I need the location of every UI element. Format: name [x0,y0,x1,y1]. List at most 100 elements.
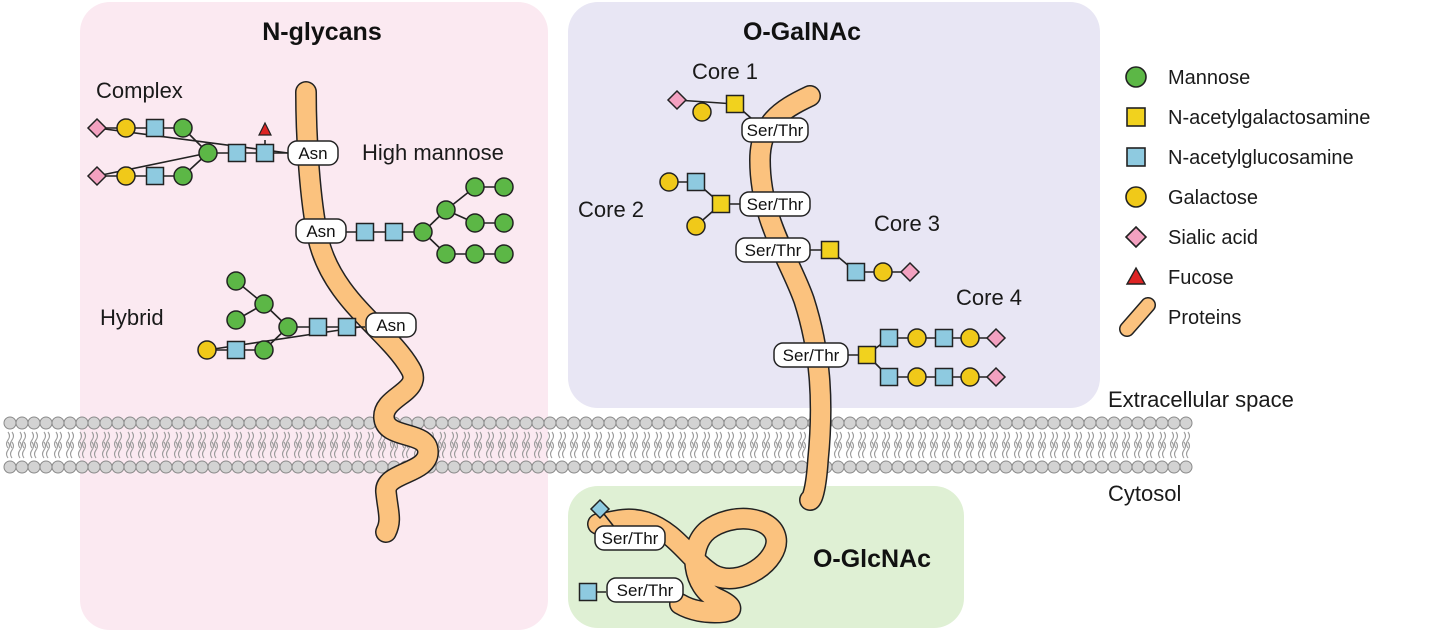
galactose-residue [686,216,706,236]
lipid-head [63,416,77,430]
lipid-tail [329,431,335,449]
lipid-tail [117,441,123,459]
lipid-head [927,416,941,430]
lipid-head [951,416,965,430]
lipid-tail [125,441,131,459]
mannose-residue [254,294,274,314]
lipid-tail [1053,431,1059,449]
glcnac-residue [227,143,247,163]
lipid-tail [969,431,975,449]
lipid-tail [785,431,791,449]
lipid-tail [17,441,23,459]
glcnac-residue [226,340,246,360]
lipid-tail [713,431,719,449]
lipid-tail [501,431,507,449]
lipid-head [291,416,305,430]
galnac-residue [711,194,731,214]
lipid-tail [977,441,983,459]
lipid-head [483,416,497,430]
lipid-head [831,460,845,474]
lipid-tail [561,441,567,459]
lipid-head [879,460,893,474]
glcnac-residue [686,172,706,192]
lipid-head [1107,460,1121,474]
lipid-tail [225,431,231,449]
lipid-tail [165,441,171,459]
lipid-tail [149,431,155,449]
lipid-tail [885,441,891,459]
lipid-tail [153,431,159,449]
legend-label-fucose: Fucose [1168,267,1234,289]
lipid-head [999,460,1013,474]
lipid-head [507,460,521,474]
lipid-head [243,460,257,474]
mannose-residue [198,143,218,163]
lipid-tail [77,441,83,459]
lipid-tail [1029,431,1035,449]
lipid-tail [105,441,111,459]
lipid-head [1011,460,1025,474]
lipid-head [279,416,293,430]
lipid-head [171,460,185,474]
lipid-tail [789,431,795,449]
lipid-head [723,416,737,430]
lipid-tail [1157,441,1163,459]
lipid-tail [921,431,927,449]
lipid-head [783,416,797,430]
lipid-head [159,460,173,474]
lipid-head [327,460,341,474]
lipid-tail [333,441,339,459]
ser-thr-site-core2-text: Ser/Thr [747,195,804,214]
lipid-tail [753,431,759,449]
lipid-head [183,460,197,474]
lipid-head [663,460,677,474]
lipid-head [75,460,89,474]
lipid-tail [153,441,159,459]
lipid-tail [653,431,659,449]
lipid-head [51,416,65,430]
lipid-tail [341,441,347,459]
lipid-tail [629,431,635,449]
lipid-tail [1037,441,1043,459]
lipid-tail [1077,441,1083,459]
lipid-tail [105,431,111,449]
lipid-tail [701,431,707,449]
lipid-tail [633,431,639,449]
lipid-tail [749,441,755,459]
lipid-head [495,416,509,430]
lipid-tail [485,441,491,459]
lipid-tail [593,431,599,449]
sialic-acid-residue [985,366,1007,388]
lipid-tail [957,431,963,449]
lipid-head [567,416,581,430]
lipid-head [267,460,281,474]
lipid-head [891,460,905,474]
lipid-tail [513,431,519,449]
lipid-tail [849,441,855,459]
lipid-head [147,416,161,430]
lipid-head [555,460,569,474]
lipid-head [687,460,701,474]
lipid-head [87,460,101,474]
lipid-tail [117,431,123,449]
lipid-head [327,416,341,430]
lipid-tail [489,441,495,459]
lipid-tail [9,431,15,449]
lipid-tail [1037,431,1043,449]
lipid-head [531,460,545,474]
lipid-tail [17,431,23,449]
lipid-tail [861,431,867,449]
lipid-tail [941,441,947,459]
lipid-tail [801,431,807,449]
lipid-tail [77,431,83,449]
lipid-tail [261,441,267,459]
lipid-tail [53,431,59,449]
lipid-tail [269,441,275,459]
lipid-tail [1101,441,1107,459]
glcnac-residue [255,143,275,163]
lipid-head [303,460,317,474]
lipid-head [447,416,461,430]
lipid-head [903,416,917,430]
lipid-head [939,416,953,430]
glcnac-residue [145,166,165,186]
